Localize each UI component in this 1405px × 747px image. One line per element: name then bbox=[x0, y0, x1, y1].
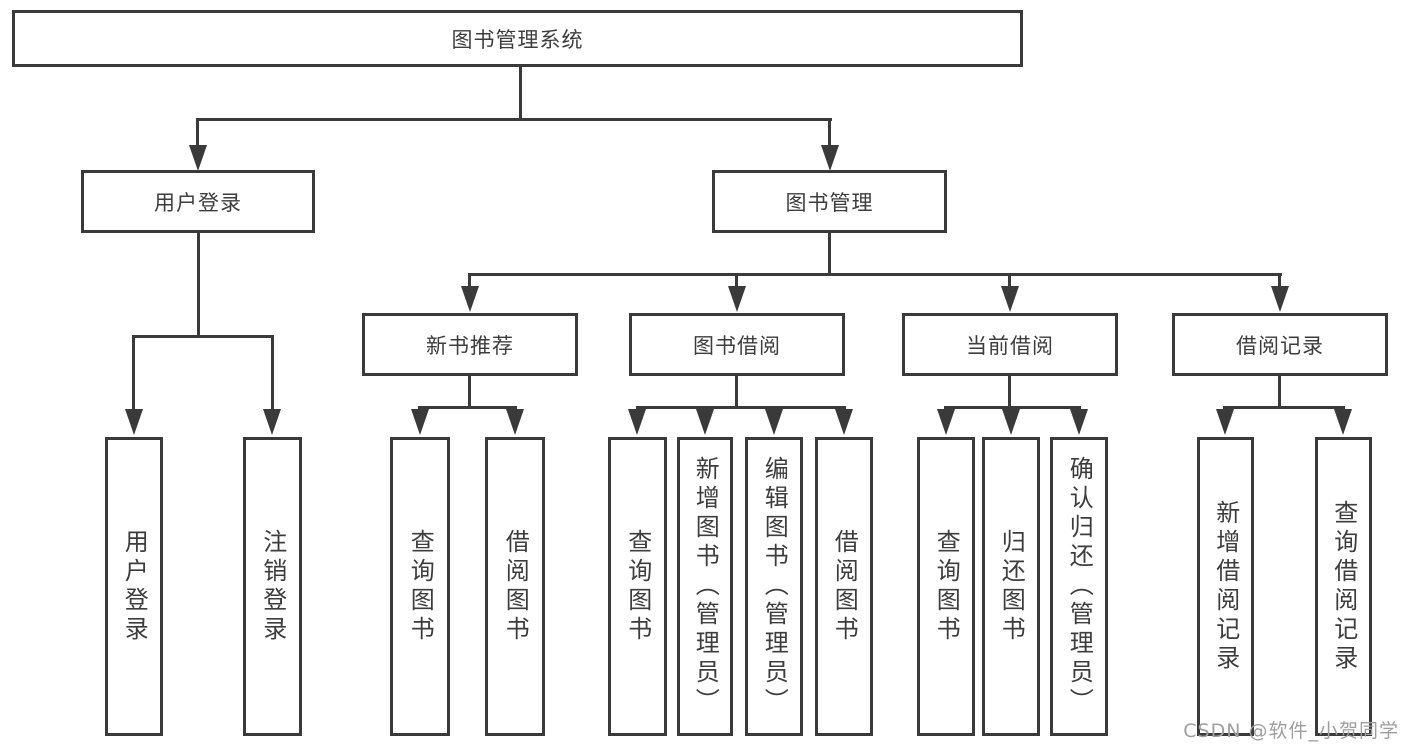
connector-current-stem bbox=[1008, 376, 1011, 409]
arrow-down-icon bbox=[1334, 409, 1352, 435]
leaf-borrow-query-book-label: 查询图书 bbox=[623, 528, 652, 645]
leaf-current-return-book-label: 归还图书 bbox=[997, 528, 1026, 645]
node-new-book-recommend-label: 新书推荐 bbox=[426, 333, 514, 358]
arrow-down-icon bbox=[1001, 286, 1019, 312]
node-borrow-records-label: 借阅记录 bbox=[1236, 333, 1324, 358]
node-current-borrow: 当前借阅 bbox=[902, 313, 1118, 376]
leaf-borrow-borrow-book: 借阅图书 bbox=[815, 437, 873, 736]
leaf-recommend-query-book-label: 查询图书 bbox=[406, 528, 435, 645]
connector-recommend-horizontal bbox=[418, 406, 517, 409]
leaf-current-confirm-return: 确认归还（管理员） bbox=[1050, 437, 1108, 736]
leaf-current-confirm-return-label: 确认归还（管理员） bbox=[1065, 456, 1094, 717]
connector-userlogin-drop-left bbox=[132, 338, 135, 411]
leaf-current-query-book: 查询图书 bbox=[917, 437, 975, 736]
arrow-down-icon bbox=[1271, 286, 1289, 312]
connector-userlogin-drop-right bbox=[271, 338, 274, 411]
connector-bookmgmt-drop-4 bbox=[1278, 276, 1281, 290]
connector-bookmgmt-drop-3 bbox=[1008, 276, 1011, 290]
leaf-records-query-record-label: 查询借阅记录 bbox=[1329, 499, 1358, 674]
leaf-user-login-label: 用户登录 bbox=[120, 528, 149, 645]
node-current-borrow-label: 当前借阅 bbox=[966, 333, 1054, 358]
connector-borrow-horizontal bbox=[636, 406, 846, 409]
arrow-down-icon bbox=[125, 409, 143, 435]
node-book-borrow: 图书借阅 bbox=[629, 313, 845, 376]
leaf-borrow-add-book: 新增图书（管理员） bbox=[677, 437, 733, 736]
arrow-down-icon bbox=[189, 145, 207, 171]
leaf-recommend-borrow-book: 借阅图书 bbox=[485, 437, 545, 736]
leaf-recommend-query-book: 查询图书 bbox=[390, 437, 450, 736]
arrow-down-icon bbox=[411, 409, 429, 435]
arrow-down-icon bbox=[461, 286, 479, 312]
arrow-down-icon bbox=[1002, 409, 1020, 435]
arrow-down-icon bbox=[728, 286, 746, 312]
leaf-records-add-record: 新增借阅记录 bbox=[1197, 437, 1254, 736]
connector-userlogin-stem bbox=[197, 233, 200, 338]
connector-bookmgmt-horizontal bbox=[468, 273, 1282, 276]
leaf-borrow-edit-book: 编辑图书（管理员） bbox=[745, 437, 803, 736]
leaf-records-query-record: 查询借阅记录 bbox=[1315, 437, 1372, 736]
leaf-logout-label: 注销登录 bbox=[258, 528, 287, 645]
connector-root-horizontal bbox=[196, 118, 832, 121]
node-book-management-label: 图书管理 bbox=[785, 190, 874, 215]
leaf-current-return-book: 归还图书 bbox=[982, 437, 1040, 736]
connector-root-drop-left bbox=[196, 121, 199, 147]
arrow-down-icon bbox=[765, 409, 783, 435]
node-user-login: 用户登录 bbox=[81, 170, 315, 233]
arrow-down-icon bbox=[1216, 409, 1234, 435]
connector-root-stem bbox=[519, 66, 522, 120]
connector-records-horizontal bbox=[1223, 406, 1345, 409]
connector-bookmgmt-drop-1 bbox=[468, 276, 471, 290]
connector-bookmgmt-drop-2 bbox=[735, 276, 738, 290]
arrow-down-icon bbox=[821, 145, 839, 171]
watermark: CSDN @软件_小贺同学 bbox=[1183, 720, 1399, 742]
connector-borrow-stem bbox=[735, 376, 738, 409]
node-user-login-label: 用户登录 bbox=[154, 190, 242, 215]
connector-root-drop-right bbox=[828, 121, 831, 147]
connector-recommend-stem bbox=[468, 376, 471, 409]
leaf-borrow-query-book: 查询图书 bbox=[608, 437, 667, 736]
arrow-down-icon bbox=[835, 409, 853, 435]
leaf-current-query-book-label: 查询图书 bbox=[932, 528, 961, 645]
leaf-records-add-record-label: 新增借阅记录 bbox=[1211, 499, 1240, 674]
node-borrow-records: 借阅记录 bbox=[1172, 313, 1388, 376]
leaf-borrow-edit-book-label: 编辑图书（管理员） bbox=[760, 456, 789, 717]
node-book-borrow-label: 图书借阅 bbox=[693, 333, 781, 358]
arrow-down-icon bbox=[263, 409, 281, 435]
leaf-borrow-add-book-label: 新增图书（管理员） bbox=[691, 456, 720, 717]
connector-userlogin-horizontal bbox=[132, 335, 274, 338]
connector-records-stem bbox=[1278, 376, 1281, 409]
arrow-down-icon bbox=[506, 409, 524, 435]
leaf-borrow-borrow-book-label: 借阅图书 bbox=[830, 528, 859, 645]
leaf-recommend-borrow-book-label: 借阅图书 bbox=[501, 528, 530, 645]
arrow-down-icon bbox=[696, 409, 714, 435]
node-new-book-recommend: 新书推荐 bbox=[362, 313, 578, 376]
node-book-management: 图书管理 bbox=[712, 170, 947, 233]
arrow-down-icon bbox=[937, 409, 955, 435]
arrow-down-icon bbox=[628, 409, 646, 435]
node-root: 图书管理系统 bbox=[12, 10, 1023, 67]
arrow-down-icon bbox=[1070, 409, 1088, 435]
connector-bookmgmt-stem bbox=[828, 233, 831, 276]
leaf-logout: 注销登录 bbox=[243, 437, 302, 736]
leaf-user-login: 用户登录 bbox=[105, 437, 163, 736]
node-root-label: 图书管理系统 bbox=[451, 27, 584, 52]
connector-current-horizontal bbox=[944, 406, 1081, 409]
